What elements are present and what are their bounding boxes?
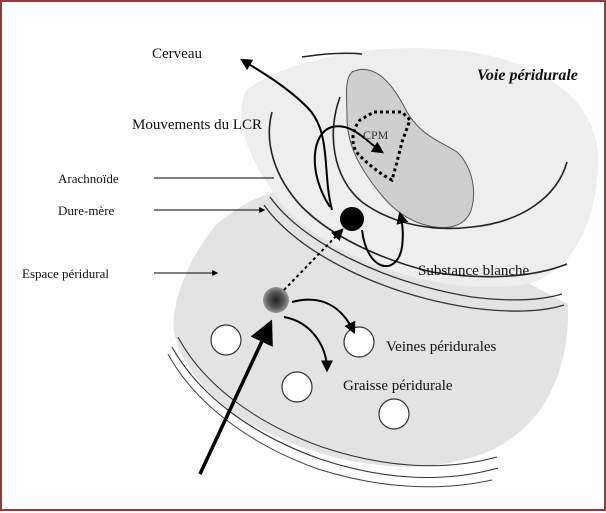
epidural-vein xyxy=(282,372,312,402)
label-graisse-peridurale: Graisse péridurale xyxy=(343,378,453,394)
csf-drug-dot xyxy=(340,207,364,231)
epidural-vein xyxy=(379,399,409,429)
label-arachnoide: Arachnoïde xyxy=(58,171,119,186)
diagram-title: Voie péridurale xyxy=(477,67,578,84)
epidural-vein xyxy=(211,325,241,355)
label-mouvements-lcr: Mouvements du LCR xyxy=(132,117,262,133)
epidural-drug-deposit xyxy=(263,287,289,313)
label-cpm: CPM xyxy=(363,128,389,142)
label-espace-peridural: Espace péridural xyxy=(22,266,109,281)
epidural-vein xyxy=(344,327,374,357)
label-dure-mere: Dure-mère xyxy=(58,203,115,218)
label-veines-peridurales: Veines péridurales xyxy=(386,339,497,355)
label-substance-blanche: Substance blanche xyxy=(418,263,530,279)
label-cerveau: Cerveau xyxy=(152,46,202,62)
